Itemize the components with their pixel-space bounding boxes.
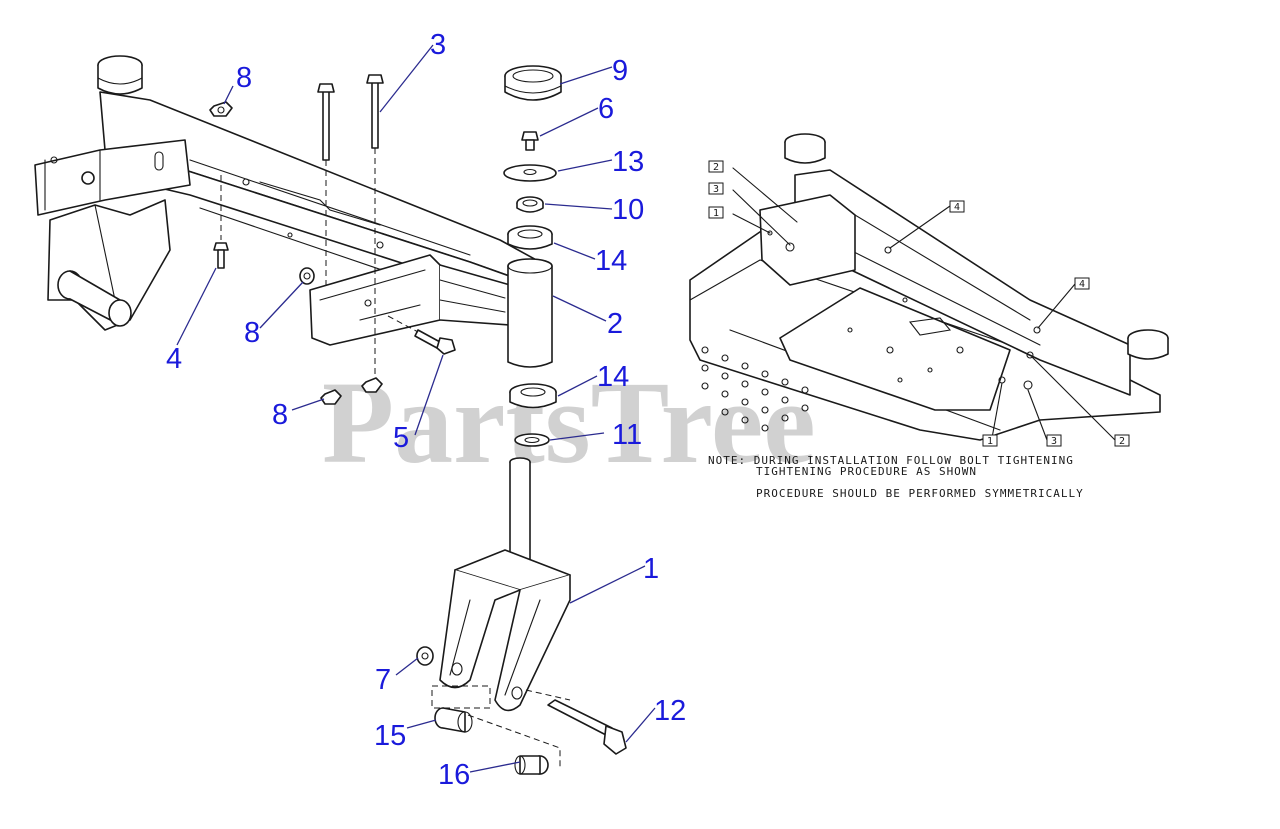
detail-label-2-top: 2 <box>713 162 719 173</box>
pivot-stack <box>503 65 562 447</box>
callout-7: 7 <box>375 664 391 696</box>
callout-5: 5 <box>393 422 409 454</box>
callout-8-bottom: 8 <box>272 399 288 431</box>
watermark: PartsTree TM <box>322 357 948 488</box>
callout-15: 15 <box>374 720 406 752</box>
detail-label-4-right: 4 <box>1079 279 1085 290</box>
callout-3: 3 <box>430 29 446 61</box>
callout-14-top: 14 <box>595 245 627 277</box>
callout-6: 6 <box>598 93 614 125</box>
detail-view: 2 3 1 4 4 1 3 2 NOTE: DURING INSTALLATIO… <box>689 133 1169 500</box>
callout-13: 13 <box>612 146 644 178</box>
callout-2: 2 <box>607 308 623 340</box>
spindle-yoke <box>431 457 571 770</box>
note-line-2: TIGHTENING PROCEDURE AS SHOWN <box>756 465 977 478</box>
note-line-1: NOTE: DURING INSTALLATION FOLLOW BOLT TI… <box>708 454 1074 467</box>
detail-label-3-bottom: 3 <box>1051 436 1057 447</box>
callout-8-top: 8 <box>236 62 252 94</box>
detail-label-1-top: 1 <box>713 208 719 219</box>
detail-label-1-bottom: 1 <box>987 436 993 447</box>
watermark-text: PartsTree <box>322 357 816 488</box>
callout-8-middle: 8 <box>244 317 260 349</box>
hardware-bottom <box>416 646 627 775</box>
detail-label-2-bottom: 2 <box>1119 436 1125 447</box>
detail-label-4-top: 4 <box>954 202 960 213</box>
leader-lines <box>176 44 656 773</box>
front-axle-frame <box>34 55 541 346</box>
callout-labels: 1 2 3 4 5 6 7 8 8 8 9 10 11 12 13 14 14 … <box>166 29 686 791</box>
note-line-3: PROCEDURE SHOULD BE PERFORMED SYMMETRICA… <box>756 487 1084 500</box>
callout-1: 1 <box>643 553 659 585</box>
detail-label-3-top: 3 <box>713 184 719 195</box>
callout-11: 11 <box>612 419 642 451</box>
callout-10: 10 <box>612 194 644 226</box>
hardware-left <box>209 74 456 405</box>
callout-16: 16 <box>438 759 470 791</box>
callout-14-bottom: 14 <box>597 361 629 393</box>
perforated-grid <box>701 346 809 432</box>
callout-9: 9 <box>612 55 628 87</box>
callout-4: 4 <box>166 343 182 375</box>
callout-12: 12 <box>654 695 686 727</box>
